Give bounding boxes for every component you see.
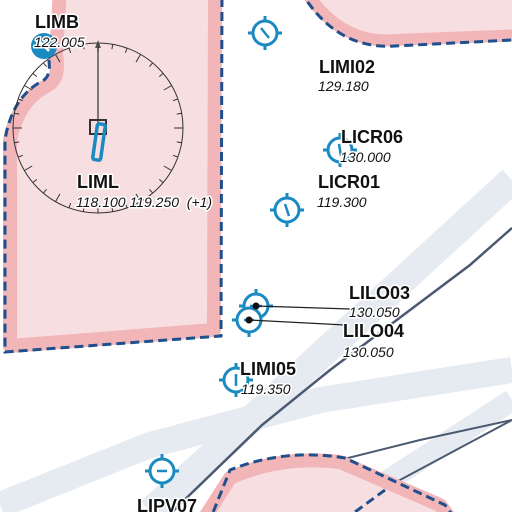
navaid-label-lilo03: LILO03 xyxy=(349,283,410,303)
compass-tick xyxy=(42,62,47,68)
compass-tick xyxy=(14,141,20,144)
airport-symbol[interactable] xyxy=(89,119,107,162)
airspace-zone-northeast-border xyxy=(304,0,512,48)
navaid-label-lilo04: LILO04 xyxy=(343,321,404,341)
compass-tick xyxy=(14,112,20,115)
compass-tick xyxy=(42,188,47,194)
compass-tick xyxy=(176,112,182,115)
navaid-label-lipv07: LIPV07 xyxy=(137,496,197,512)
compass-tick xyxy=(17,154,23,158)
navaid-label-limi02: LIMI02 xyxy=(319,57,375,77)
compass-tick xyxy=(82,206,85,212)
map-labels: LIMB 122.005 LIMI02 129.180 LICR06 130.0… xyxy=(33,11,412,512)
compass-tick xyxy=(82,44,85,50)
compass-tick xyxy=(149,188,154,194)
navaid-freq-lilo04: 130.050 xyxy=(343,344,394,360)
compass-tick xyxy=(124,47,128,53)
airspace-zone-south xyxy=(199,453,455,512)
compass-tick xyxy=(173,154,179,158)
navaid-icon-lipv07[interactable] xyxy=(145,454,179,488)
navaid-icon-limb[interactable] xyxy=(31,33,57,59)
navaid-icon-licr06[interactable] xyxy=(323,133,357,167)
compass-tick xyxy=(176,141,182,144)
compass-tick xyxy=(149,62,154,68)
navaid-freq-licr06: 130.000 xyxy=(340,149,391,165)
navaid-freq-lilo03: 130.050 xyxy=(349,304,400,320)
compass-tick xyxy=(17,98,23,102)
runway-icon xyxy=(91,122,107,162)
navaid-icon-limi05[interactable] xyxy=(219,363,253,397)
compass-tick xyxy=(163,85,172,91)
airspace-zone-south-divider xyxy=(354,488,386,512)
navaid-icon-limi02[interactable] xyxy=(248,16,282,50)
navaid-freq-limi02: 129.180 xyxy=(318,78,369,94)
compass-tick xyxy=(68,203,72,209)
navaid-freq-licr01: 119.300 xyxy=(317,194,367,210)
navaid-freq-limb: 122.005 xyxy=(34,34,85,50)
compass-tick xyxy=(158,179,164,184)
compass-tick xyxy=(111,206,114,212)
navaid-icon-licr01[interactable] xyxy=(270,193,304,227)
airport-frequencies-label: 118.100 119.250 (+1) xyxy=(76,194,212,210)
navaid-label-limi05: LIMI05 xyxy=(240,359,296,379)
navaid-icon-lilo04[interactable] xyxy=(232,306,263,337)
compass-tick xyxy=(55,54,61,63)
airspace-zone-liml xyxy=(3,0,222,353)
navaid-label-limb: LIMB xyxy=(35,12,79,32)
airspace-zone-south-border xyxy=(211,453,453,512)
compass-tick xyxy=(32,179,38,184)
route-band-northeast xyxy=(140,169,512,512)
compass-tick xyxy=(32,72,38,77)
compass-tick xyxy=(24,165,33,171)
airport-compass-rose xyxy=(12,40,184,214)
compass-tick xyxy=(124,203,128,209)
compass-tick xyxy=(173,98,179,102)
route-line-northeast xyxy=(171,227,512,512)
compass-tick xyxy=(135,193,141,202)
route-band-south xyxy=(0,357,512,512)
navaid-label-licr01: LICR01 xyxy=(318,172,380,192)
navaid-freq-limi05: 119.350 xyxy=(241,381,291,397)
airspace-zone-northeast xyxy=(304,0,512,47)
compass-tick xyxy=(163,165,172,171)
compass-tick xyxy=(111,44,114,50)
navaid-label-licr06: LICR06 xyxy=(341,127,403,147)
compass-tick xyxy=(158,72,164,77)
compass-tick xyxy=(135,54,141,63)
compass-tick xyxy=(68,47,72,53)
airport-name-label: LIML xyxy=(77,172,119,192)
compass-tick xyxy=(24,85,33,91)
compass-tick xyxy=(55,193,61,202)
airspace-zones xyxy=(3,0,512,512)
label-leader-lines xyxy=(245,302,351,326)
airspace-zone-liml-border xyxy=(3,0,224,354)
